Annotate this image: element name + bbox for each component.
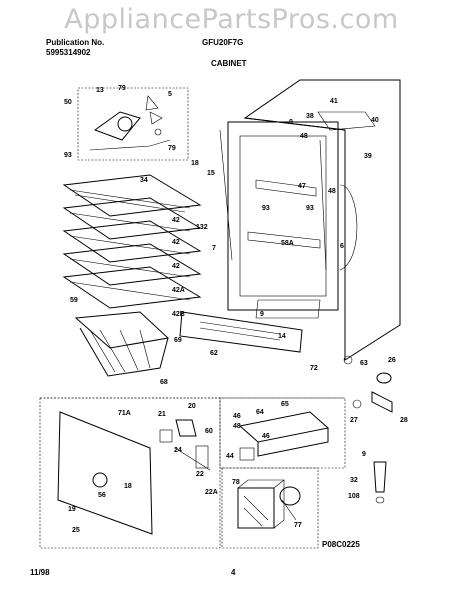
- callout-93b: 93: [306, 205, 314, 212]
- control-panel: [57, 411, 211, 535]
- control-panel-inset: [39, 397, 221, 549]
- callout-42a: 42: [172, 217, 180, 224]
- callout-69: 69: [174, 337, 182, 344]
- callout-48a: 48: [300, 133, 308, 140]
- part-callouts: 13 79 5 50 79 93 18 15 34 42 42 42 42A 4…: [64, 85, 408, 534]
- callout-20: 20: [188, 403, 196, 410]
- publication-number: 5995314902: [46, 48, 91, 57]
- model-number: GFU20F7G: [202, 38, 244, 47]
- callout-41: 41: [330, 98, 338, 105]
- callout-42b: 42: [172, 239, 180, 246]
- callout-78: 78: [232, 479, 240, 486]
- callout-24: 24: [174, 447, 182, 454]
- callout-64: 64: [256, 409, 264, 416]
- callout-21: 21: [158, 411, 166, 418]
- callout-18: 18: [191, 160, 199, 167]
- callout-42c: 42: [172, 263, 180, 270]
- callout-48c: 48: [233, 423, 241, 430]
- callout-22A: 22A: [205, 489, 218, 496]
- callout-108: 108: [348, 493, 360, 500]
- callout-132: 132: [196, 224, 208, 231]
- callout-13: 13: [96, 87, 104, 94]
- callout-79: 79: [118, 85, 126, 92]
- section-title: CABINET: [211, 59, 247, 68]
- callout-15: 15: [207, 170, 215, 177]
- compressor-parts-inset: [221, 467, 319, 549]
- callout-19: 19: [68, 506, 76, 513]
- page-number: 4: [231, 568, 236, 577]
- callout-47: 47: [298, 183, 306, 190]
- hinge-hardware: [343, 355, 393, 504]
- callout-77: 77: [294, 522, 302, 529]
- callout-65: 65: [281, 401, 289, 408]
- callout-18b: 18: [124, 483, 132, 490]
- callout-44: 44: [226, 453, 234, 460]
- toe-grille: [179, 311, 303, 353]
- callout-50: 50: [64, 99, 72, 106]
- callout-34: 34: [140, 177, 148, 184]
- callout-28: 28: [400, 417, 408, 424]
- callout-68: 68: [160, 379, 168, 386]
- wire-shelves: [62, 174, 202, 309]
- callout-59: 59: [70, 297, 78, 304]
- cabinet-body: [219, 79, 401, 361]
- callout-58A: 58A: [281, 240, 294, 247]
- callout-48b: 48: [328, 188, 336, 195]
- drawing-code: P08C0225: [322, 540, 360, 549]
- callout-14: 14: [278, 333, 286, 340]
- callout-93: 93: [64, 152, 72, 159]
- callout-25: 25: [72, 527, 80, 534]
- callout-42B: 42B: [172, 311, 185, 318]
- control-box: [238, 411, 330, 461]
- callout-93c: 93: [262, 205, 270, 212]
- callout-9c: 9: [362, 451, 366, 458]
- fan-motor-inset: [77, 87, 189, 161]
- callout-27: 27: [350, 417, 358, 424]
- callout-46a: 46: [233, 413, 241, 420]
- callout-56: 56: [98, 492, 106, 499]
- callout-62: 62: [210, 350, 218, 357]
- compressor-parts: [237, 479, 301, 529]
- callout-42A: 42A: [172, 287, 185, 294]
- publication-label: Publication No.: [46, 38, 105, 47]
- callout-46b: 46: [262, 433, 270, 440]
- freezer-basket: [74, 311, 170, 377]
- callout-26: 26: [388, 357, 396, 364]
- callout-79b: 79: [168, 145, 176, 152]
- control-box-inset: [219, 397, 346, 469]
- callout-9b: 9: [260, 311, 264, 318]
- callout-6: 6: [340, 243, 344, 250]
- callout-72: 72: [310, 365, 318, 372]
- callout-9a: 9: [289, 119, 293, 126]
- watermark: AppliancePartsPros.com: [64, 4, 399, 35]
- footer-date: 11/98: [30, 568, 50, 577]
- callout-32: 32: [350, 477, 358, 484]
- callout-71A: 71A: [118, 410, 131, 417]
- callout-7: 7: [212, 245, 216, 252]
- callout-40: 40: [371, 117, 379, 124]
- callout-5: 5: [168, 91, 172, 98]
- callout-63: 63: [360, 360, 368, 367]
- callout-22: 22: [196, 471, 204, 478]
- callout-60: 60: [205, 428, 213, 435]
- callout-39: 39: [364, 153, 372, 160]
- callout-38: 38: [306, 113, 314, 120]
